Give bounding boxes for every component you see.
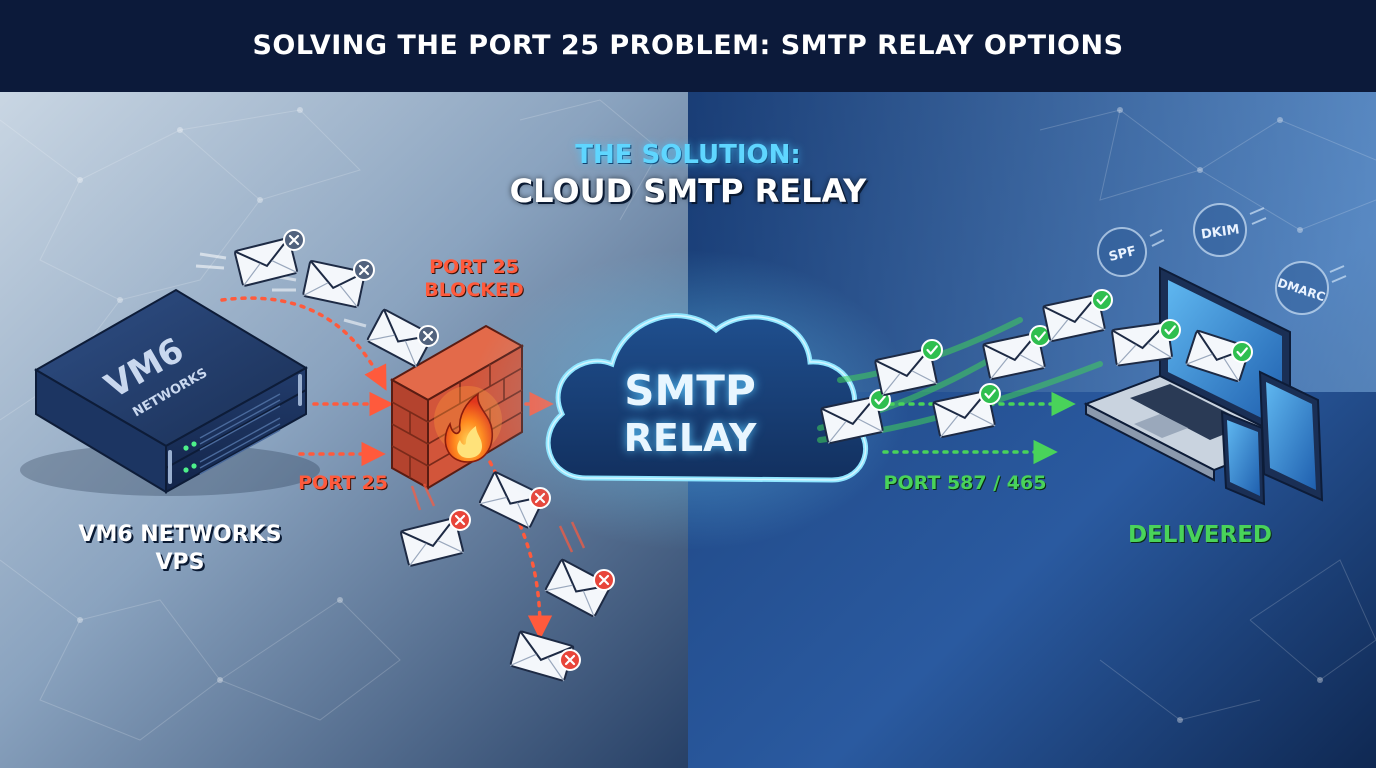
delivered-label: DELIVERED <box>1127 522 1273 548</box>
solution-heading: THE SOLUTION: <box>575 140 801 170</box>
port-587-label: PORT 587 / 465 <box>883 472 1047 494</box>
server-caption-line2: VPS <box>155 550 205 575</box>
destination-devices <box>1083 266 1324 506</box>
server-caption-line1: VM6 NETWORKS <box>78 522 282 547</box>
firewall-label-line2: BLOCKED <box>424 279 524 301</box>
auth-badges <box>1097 203 1347 315</box>
cloud-label-line1: SMTP <box>624 366 756 415</box>
vps-server <box>20 288 320 496</box>
header-bar <box>0 0 1376 92</box>
solution-subheading: CLOUD SMTP RELAY <box>509 172 867 210</box>
auth-badge-spf: SPF <box>1107 244 1138 265</box>
cloud-label-line2: RELAY <box>623 416 757 460</box>
port-25-label: PORT 25 <box>298 472 388 494</box>
smtp-relay-cloud <box>470 250 910 550</box>
page-title: SOLVING THE PORT 25 PROBLEM: SMTP RELAY … <box>252 30 1124 61</box>
auth-badge-dkim: DKIM <box>1200 222 1240 242</box>
firewall-label-line1: PORT 25 <box>429 256 519 278</box>
